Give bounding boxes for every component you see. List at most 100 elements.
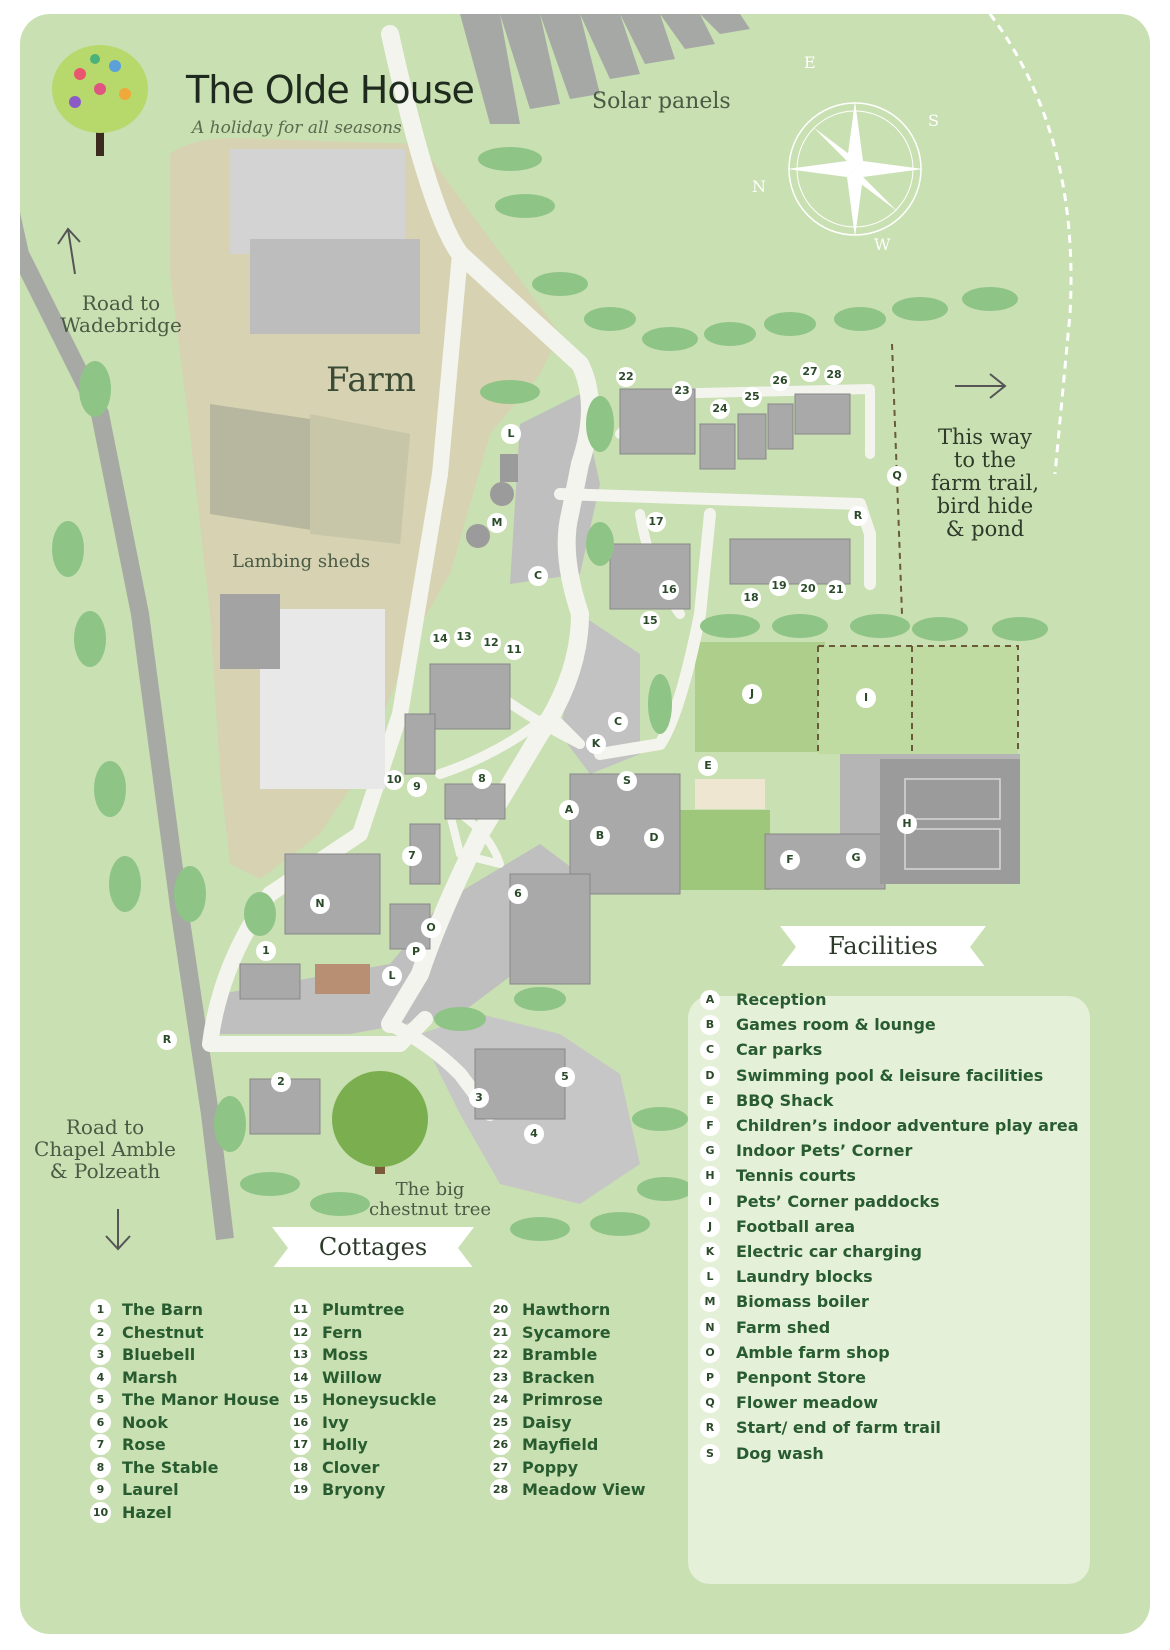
cottage-number: 14 <box>290 1366 311 1388</box>
map-marker-25[interactable]: 25 <box>742 387 762 407</box>
map-marker-26[interactable]: 26 <box>770 371 790 391</box>
app-tagline: A holiday for all seasons <box>192 118 402 138</box>
cottage-number: 13 <box>290 1344 311 1365</box>
map-marker-21[interactable]: 21 <box>826 580 846 600</box>
cottage-18-21 <box>729 538 851 585</box>
facility-letter: M <box>700 1292 720 1313</box>
map-marker-4[interactable]: 4 <box>524 1124 544 1144</box>
map-marker-l[interactable]: L <box>382 966 402 986</box>
bbq-shack <box>695 779 765 809</box>
facility-name: Biomass boiler <box>736 1292 869 1312</box>
map-marker-5[interactable]: 5 <box>555 1067 575 1087</box>
map-marker-l[interactable]: L <box>501 424 521 444</box>
cottage-number: 22 <box>490 1344 511 1365</box>
cottages-banner <box>272 1227 474 1267</box>
cottage-number: 23 <box>490 1366 511 1388</box>
cottage-number: 6 <box>90 1411 111 1433</box>
map-marker-p[interactable]: P <box>406 942 426 962</box>
map-marker-1[interactable]: 1 <box>256 941 276 961</box>
map-marker-o[interactable]: O <box>421 918 441 938</box>
facility-letter: A <box>700 990 720 1010</box>
facility-name: Pets’ Corner paddocks <box>736 1191 940 1211</box>
map-marker-j[interactable]: J <box>742 684 762 704</box>
map-marker-c[interactable]: C <box>528 566 548 586</box>
map-marker-24[interactable]: 24 <box>710 399 730 419</box>
cottage-name: Hazel <box>122 1502 172 1522</box>
map-marker-g[interactable]: G <box>846 848 866 868</box>
map-marker-18[interactable]: 18 <box>741 588 761 608</box>
map-marker-b[interactable]: B <box>590 826 610 846</box>
cottage-number: 27 <box>490 1456 511 1478</box>
map-marker-22[interactable]: 22 <box>616 367 636 387</box>
facility-letter: B <box>700 1015 720 1036</box>
facility-letter: N <box>700 1317 720 1338</box>
cottage-name: Meadow View <box>522 1480 646 1499</box>
map-marker-9[interactable]: 9 <box>407 777 427 797</box>
map-marker-m[interactable]: M <box>487 513 507 533</box>
map-marker-r[interactable]: R <box>848 506 868 526</box>
facility-name: Start/ end of farm trail <box>736 1418 941 1438</box>
compass-n: N <box>752 177 766 196</box>
map-marker-16[interactable]: 16 <box>659 580 679 600</box>
laundry-block <box>315 964 370 994</box>
cottage-number: 25 <box>490 1411 511 1433</box>
map-marker-14[interactable]: 14 <box>430 629 450 649</box>
facility-letter: R <box>700 1418 720 1439</box>
map-marker-23[interactable]: 23 <box>672 381 692 401</box>
cottage-name: Bracken <box>522 1367 595 1387</box>
cottage-number: 17 <box>290 1434 311 1455</box>
map-marker-19[interactable]: 19 <box>769 576 789 596</box>
facility-letter: D <box>700 1065 720 1086</box>
road-chapel-amble-label: Road to Chapel Amble & Polzeath <box>34 1115 176 1183</box>
map-marker-6[interactable]: 6 <box>508 884 528 904</box>
map-marker-q[interactable]: Q <box>887 466 907 486</box>
facility-name: Laundry blocks <box>736 1267 873 1287</box>
map-marker-12[interactable]: 12 <box>481 633 501 653</box>
cottage-name: Fern <box>322 1322 363 1342</box>
map-marker-k[interactable]: K <box>586 734 606 754</box>
map-marker-2[interactable]: 2 <box>271 1072 291 1092</box>
cottage-1 <box>239 963 301 1000</box>
paddock-fence <box>817 645 1019 754</box>
arrow-up <box>57 227 81 275</box>
map-marker-f[interactable]: F <box>780 850 800 870</box>
chestnut-tree-canopy <box>332 1071 428 1167</box>
cottage-number: 19 <box>290 1479 311 1500</box>
map-marker-7[interactable]: 7 <box>402 846 422 866</box>
cottage-number: 3 <box>90 1344 111 1365</box>
map-marker-3[interactable]: 3 <box>469 1088 489 1108</box>
map-marker-r[interactable]: R <box>157 1030 177 1050</box>
cottage-8 <box>444 783 506 820</box>
cottage-name: Ivy <box>322 1412 349 1432</box>
map-marker-a[interactable]: A <box>559 800 579 820</box>
facility-name: Car parks <box>736 1040 823 1060</box>
map-marker-28[interactable]: 28 <box>824 365 844 385</box>
map-marker-20[interactable]: 20 <box>798 579 818 599</box>
map-marker-n[interactable]: N <box>310 894 330 914</box>
map-marker-27[interactable]: 27 <box>800 362 820 382</box>
map-marker-11[interactable]: 11 <box>504 640 524 660</box>
facilities-heading: Facilities <box>828 932 938 960</box>
map-marker-e[interactable]: E <box>698 756 718 776</box>
map-marker-10[interactable]: 10 <box>384 770 404 790</box>
map-marker-s[interactable]: S <box>617 771 637 791</box>
facility-letter: F <box>700 1116 720 1136</box>
map-marker-15[interactable]: 15 <box>640 611 660 631</box>
cottage-number: 10 <box>90 1501 111 1523</box>
cottage-name: Clover <box>322 1457 380 1477</box>
map-marker-8[interactable]: 8 <box>472 769 492 789</box>
map-marker-h[interactable]: H <box>897 814 917 834</box>
map-marker-d[interactable]: D <box>644 828 664 848</box>
compass-s: S <box>928 111 939 130</box>
facility-name: Amble farm shop <box>736 1342 890 1362</box>
cottage-name: Poppy <box>522 1457 579 1477</box>
map-marker-17[interactable]: 17 <box>646 512 666 532</box>
arrow-right <box>955 373 1007 399</box>
cottage-number: 18 <box>290 1456 311 1478</box>
map-marker-13[interactable]: 13 <box>454 627 474 647</box>
facility-name: Tennis courts <box>736 1166 856 1186</box>
map-marker-c[interactable]: C <box>608 712 628 732</box>
logo-tree-icon <box>52 45 148 156</box>
map-marker-i[interactable]: I <box>856 688 876 708</box>
cottage-number: 4 <box>90 1366 111 1388</box>
